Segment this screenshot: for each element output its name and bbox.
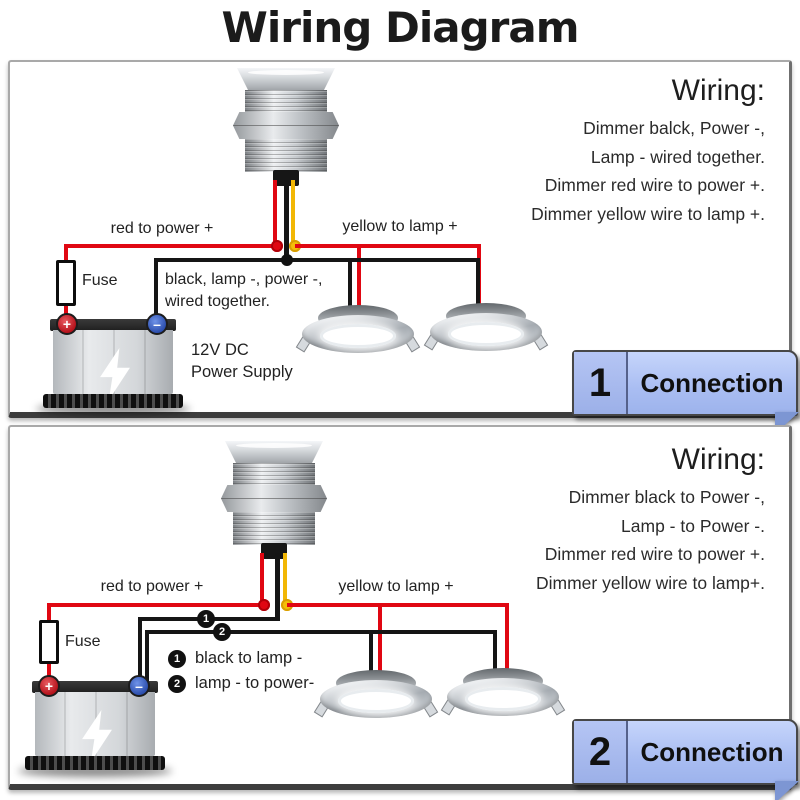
dimmer-cap <box>225 441 323 465</box>
black-bus-note-line1: black, lamp -, power -, <box>165 271 323 288</box>
wiring-line: Dimmer red wire to power +. <box>544 544 765 564</box>
battery-minus-terminal: – <box>146 313 168 335</box>
lamp-light <box>447 322 525 346</box>
battery-12v: + – <box>36 313 190 415</box>
dimmer-switch <box>221 441 327 559</box>
recessed-lamp-1 <box>295 305 421 353</box>
wire-lamp2-plus-drop <box>505 603 509 673</box>
legend-row-2: 2 lamp - to power- <box>168 674 314 693</box>
label-yellow-to-lamp: yellow to lamp + <box>342 218 458 235</box>
dimmer-cap <box>237 68 335 92</box>
wiring-line: Lamp - to Power -. <box>621 515 765 536</box>
battery-body <box>53 330 173 400</box>
dimmer-red-wire <box>273 180 277 248</box>
fuse-symbol <box>39 620 59 664</box>
wire-lamp1-minus-drop <box>348 258 352 312</box>
recessed-lamp-2 <box>423 303 549 351</box>
dimmer-red-wire <box>260 553 264 607</box>
wire-lamp2-minus-drop <box>493 630 497 672</box>
wiring-heading: Wiring: <box>671 443 765 476</box>
power-supply-line2: Power Supply <box>191 363 293 381</box>
badge-number: 2 <box>574 721 628 783</box>
lamp-light <box>319 324 397 348</box>
battery-top <box>50 319 176 331</box>
wiring-heading: Wiring: <box>671 74 765 107</box>
legend-text-1: black to lamp - <box>195 649 303 667</box>
wire-black-run2 <box>145 630 497 634</box>
legend-bullet-2: 2 <box>168 674 186 693</box>
recessed-lamp-1 <box>313 670 439 718</box>
label-fuse: Fuse <box>82 272 118 289</box>
wiring-line: Dimmer red wire to power +. <box>544 175 765 195</box>
wiring-line: Dimmer yellow wire to lamp+. <box>535 572 765 593</box>
wire-black-bus <box>154 258 480 262</box>
dimmer-hex-nut <box>233 112 339 139</box>
badge-page-curl <box>775 781 799 800</box>
battery-base <box>43 394 183 408</box>
connection-1-badge: 1 Connection <box>572 350 799 434</box>
label-fuse: Fuse <box>65 633 101 650</box>
fuse-symbol <box>56 260 76 306</box>
wiring-line: Lamp - wired together. <box>590 146 765 167</box>
wire-black-run1-drop <box>138 617 142 683</box>
wire-marker-1: 1 <box>197 610 215 628</box>
battery-body <box>35 692 155 762</box>
wiring-line: Dimmer black to Power -, <box>568 487 765 507</box>
badge-number: 1 <box>574 352 628 414</box>
red-junction-dot <box>258 599 270 611</box>
label-red-to-power: red to power + <box>100 578 204 595</box>
wiring-line: Dimmer yellow wire to lamp +. <box>531 203 765 224</box>
battery-plus-terminal: + <box>38 675 60 697</box>
power-supply-line1: 12V DC <box>191 341 249 359</box>
lamp-light <box>464 687 542 711</box>
black-bus-note: black, lamp -, power -, wired together. <box>165 269 322 313</box>
wiring-instructions: Wiring: Dimmer balck, Power -, Lamp - wi… <box>531 74 765 228</box>
dimmer-black-wire <box>284 180 289 262</box>
wire-black-run2-drop <box>145 630 149 683</box>
legend-row-1: 1 black to lamp - <box>168 649 302 668</box>
dimmer-yellow-wire <box>291 180 295 248</box>
battery-top <box>32 681 158 693</box>
wire-marker-2: 2 <box>213 623 231 641</box>
battery-minus-terminal: – <box>128 675 150 697</box>
dimmer-yellow-wire <box>283 553 287 607</box>
legend-text-2: lamp - to power- <box>195 674 315 692</box>
wire-lamp-plus-bus <box>287 603 509 607</box>
page-title: Wiring Diagram <box>221 3 580 52</box>
wiring-instructions: Wiring: Dimmer black to Power -, Lamp - … <box>536 443 765 597</box>
label-red-to-power: red to power + <box>110 220 214 237</box>
battery-plus-terminal: + <box>56 313 78 335</box>
wire-red-to-power <box>64 244 277 248</box>
label-yellow-to-lamp: yellow to lamp + <box>338 578 454 595</box>
lightning-bolt-icon <box>82 710 112 762</box>
dimmer-black-wire <box>275 553 280 619</box>
badge-label: Connection <box>640 736 784 767</box>
lightning-bolt-icon <box>100 348 130 400</box>
battery-12v: + – <box>18 675 172 777</box>
recessed-lamp-2 <box>440 668 566 716</box>
red-junction-dot <box>271 240 283 252</box>
battery-base <box>25 756 165 770</box>
wire-black-to-battery <box>154 258 158 320</box>
wire-lamp2-minus-drop <box>476 258 480 310</box>
connection-1-panel: red to power + yellow to lamp + Fuse bla… <box>8 60 799 434</box>
black-junction-dot <box>281 254 293 266</box>
dimmer-hex-nut <box>221 485 327 512</box>
black-bus-note-line2: wired together. <box>165 293 270 310</box>
power-supply-note: 12V DC Power Supply <box>191 339 293 383</box>
wire-lamp1-plus-drop <box>357 244 361 312</box>
connection-2-panel: 1 2 red to power + yellow to lamp + Fuse… <box>8 425 799 800</box>
badge-label: Connection <box>640 367 784 398</box>
connection-2-badge: 2 Connection <box>572 719 799 800</box>
legend-bullet-1: 1 <box>168 649 186 668</box>
lamp-light <box>337 689 415 713</box>
wire-red-to-power <box>47 603 264 607</box>
dimmer-connector <box>261 543 287 559</box>
wire-lamp1-plus-drop <box>378 603 382 675</box>
wire-lamp-plus-bus <box>295 244 481 248</box>
dimmer-switch <box>233 68 339 186</box>
wire-lamp1-minus-drop <box>369 630 373 674</box>
wiring-line: Dimmer balck, Power -, <box>583 118 765 138</box>
